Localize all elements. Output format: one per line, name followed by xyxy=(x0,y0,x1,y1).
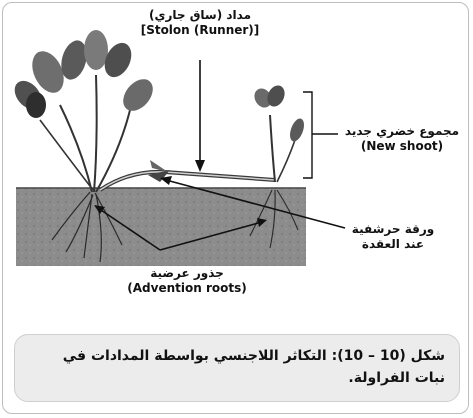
parent-plant xyxy=(9,30,158,192)
new-shoot-label: مجموع خضري جديد (New shoot) xyxy=(338,124,466,154)
stolon-label-en: [Stolon (Runner)] xyxy=(140,23,260,38)
new-shoot-label-en: (New shoot) xyxy=(338,139,466,154)
roots-label-en: (Advention roots) xyxy=(112,281,262,296)
stolon-arrow xyxy=(195,60,205,172)
strawberry-fruit xyxy=(26,92,46,118)
new-shoot-bracket xyxy=(303,92,312,178)
stolon-label: مداد (ساق جاري) [Stolon (Runner)] xyxy=(140,8,260,38)
figure-caption: شكل (10 – 10): التكاثر اللاجنسي بواسطة ا… xyxy=(14,334,460,402)
roots-label-ar: جذور عرضية xyxy=(112,266,262,281)
scale-leaf-label: ورقة حرشفية عند العقدة xyxy=(338,222,448,252)
roots-label: جذور عرضية (Advention roots) xyxy=(112,266,262,296)
new-shoot-label-ar: مجموع خضري جديد xyxy=(338,124,466,139)
scale-leaf-label-line1: ورقة حرشفية xyxy=(338,222,448,237)
stolon-label-ar: مداد (ساق جاري) xyxy=(140,8,260,23)
scale-leaf-label-line2: عند العقدة xyxy=(338,237,448,252)
